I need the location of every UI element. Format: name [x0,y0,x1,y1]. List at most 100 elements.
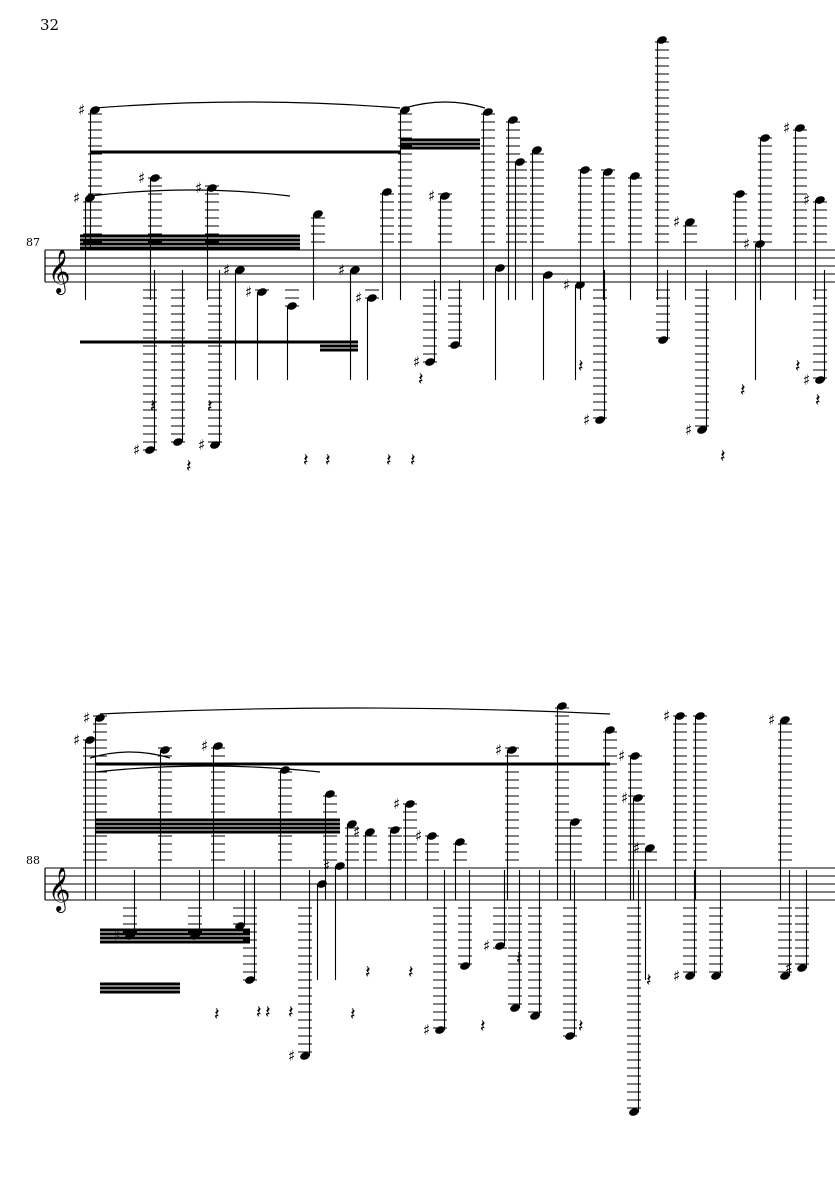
tie [89,189,291,197]
notehead [350,266,360,274]
notehead [685,972,695,980]
tie [89,751,171,759]
notehead [780,972,790,980]
sharp-icon: ♯ [673,213,680,231]
notehead [325,790,335,798]
notehead [300,1052,310,1060]
page-number: 32 [40,16,60,34]
score-system-2: 88 𝄞 ♯♯♯♯♯♯♯♯♯♯♯♯♯♯♯♯♯♯♯𝄽𝄽𝄽𝄽𝄽𝄽𝄽𝄽𝄽𝄽𝄽 [0,600,835,1120]
notehead [235,922,245,930]
rest-icon: 𝄽 [150,396,156,417]
notehead [450,341,460,349]
sharp-icon: ♯ [323,857,330,875]
notehead [605,726,615,734]
rest-icon: 𝄽 [386,450,392,471]
rest-icon: 𝄽 [350,1004,356,1025]
sharp-icon: ♯ [355,289,362,307]
sharp-icon: ♯ [783,119,790,137]
notehead [455,838,465,846]
notehead [685,218,695,226]
sharp-icon: ♯ [633,839,640,857]
notehead [280,766,290,774]
sharp-icon: ♯ [785,959,792,977]
sharp-icon: ♯ [138,169,145,187]
notehead [95,714,105,722]
notehead [530,1012,540,1020]
notehead [160,746,170,754]
notehead [150,174,160,182]
notehead [755,240,765,248]
note-cluster: ♯♯♯♯♯♯♯♯♯♯♯♯♯♯♯♯♯♯♯𝄽𝄽𝄽𝄽𝄽𝄽𝄽𝄽𝄽𝄽𝄽 [73,702,809,1116]
sharp-icon: ♯ [113,927,120,945]
rest-icon: 𝄽 [303,450,309,471]
tie [94,101,401,109]
sharp-icon: ♯ [288,1047,295,1065]
notehead [207,184,217,192]
notehead [460,962,470,970]
notehead [510,1004,520,1012]
sharp-icon: ♯ [201,737,208,755]
rest-icon: 𝄽 [418,369,424,390]
notehead [658,336,668,344]
notehead [90,106,100,114]
notehead [815,196,825,204]
notehead [629,1108,639,1116]
sharp-icon: ♯ [743,235,750,253]
rest-icon: 𝄽 [740,380,746,401]
sharp-icon: ♯ [195,179,202,197]
notehead [815,376,825,384]
sharp-icon: ♯ [618,747,625,765]
sharp-icon: ♯ [393,795,400,813]
notehead [735,190,745,198]
notehead [575,281,585,289]
sharp-icon: ♯ [245,283,252,301]
tie [99,707,611,715]
svg-text:𝄞: 𝄞 [48,249,70,295]
rest-icon: 𝄽 [815,390,821,411]
notehead [365,828,375,836]
notehead [760,134,770,142]
notehead [495,264,505,272]
notehead [543,271,553,279]
sharp-icon: ♯ [73,731,80,749]
sharp-icon: ♯ [803,191,810,209]
notehead [173,438,183,446]
notehead [85,736,95,744]
score-engraving: 𝄞 ♯♯♯♯♯♯♯♯♯♯♯♯♯♯♯♯♯♯♯𝄽𝄽𝄽𝄽𝄽𝄽𝄽𝄽𝄽𝄽𝄽 [44,702,835,1116]
notehead [335,862,345,870]
rest-icon: 𝄽 [207,396,213,417]
sharp-icon: ♯ [133,441,140,459]
notehead [795,124,805,132]
rest-icon: 𝄽 [410,450,416,471]
notehead [565,1032,575,1040]
sharp-icon: ♯ [673,967,680,985]
rest-icon: 𝄽 [186,456,192,477]
sharp-icon: ♯ [415,827,422,845]
rest-icon: 𝄽 [480,1016,486,1037]
sharp-icon: ♯ [685,421,692,439]
notehead [695,712,705,720]
notehead [435,1026,445,1034]
notehead [515,158,525,166]
notehead [657,36,667,44]
rest-icon: 𝄽 [578,356,584,377]
sharp-icon: ♯ [621,789,628,807]
tie [94,765,321,773]
notehead [645,844,655,852]
notehead [483,108,493,116]
notehead [245,976,255,984]
treble-clef-icon: 𝄞 [48,249,70,295]
notehead [532,146,542,154]
notehead [508,116,518,124]
notehead [557,702,567,710]
sharp-icon: ♯ [423,1021,430,1039]
sharp-icon: ♯ [428,187,435,205]
notehead [313,210,323,218]
sharp-icon: ♯ [198,436,205,454]
score-engraving: 𝄞 ♯♯♯♯♯♯♯♯♯♯♯♯♯♯♯♯♯♯♯♯𝄽𝄽𝄽𝄽𝄽𝄽𝄽𝄽𝄽𝄽𝄽𝄽𝄽 [44,36,835,477]
notehead [630,172,640,180]
notehead [210,441,220,449]
notehead [675,712,685,720]
notehead [145,446,155,454]
notehead [780,716,790,724]
